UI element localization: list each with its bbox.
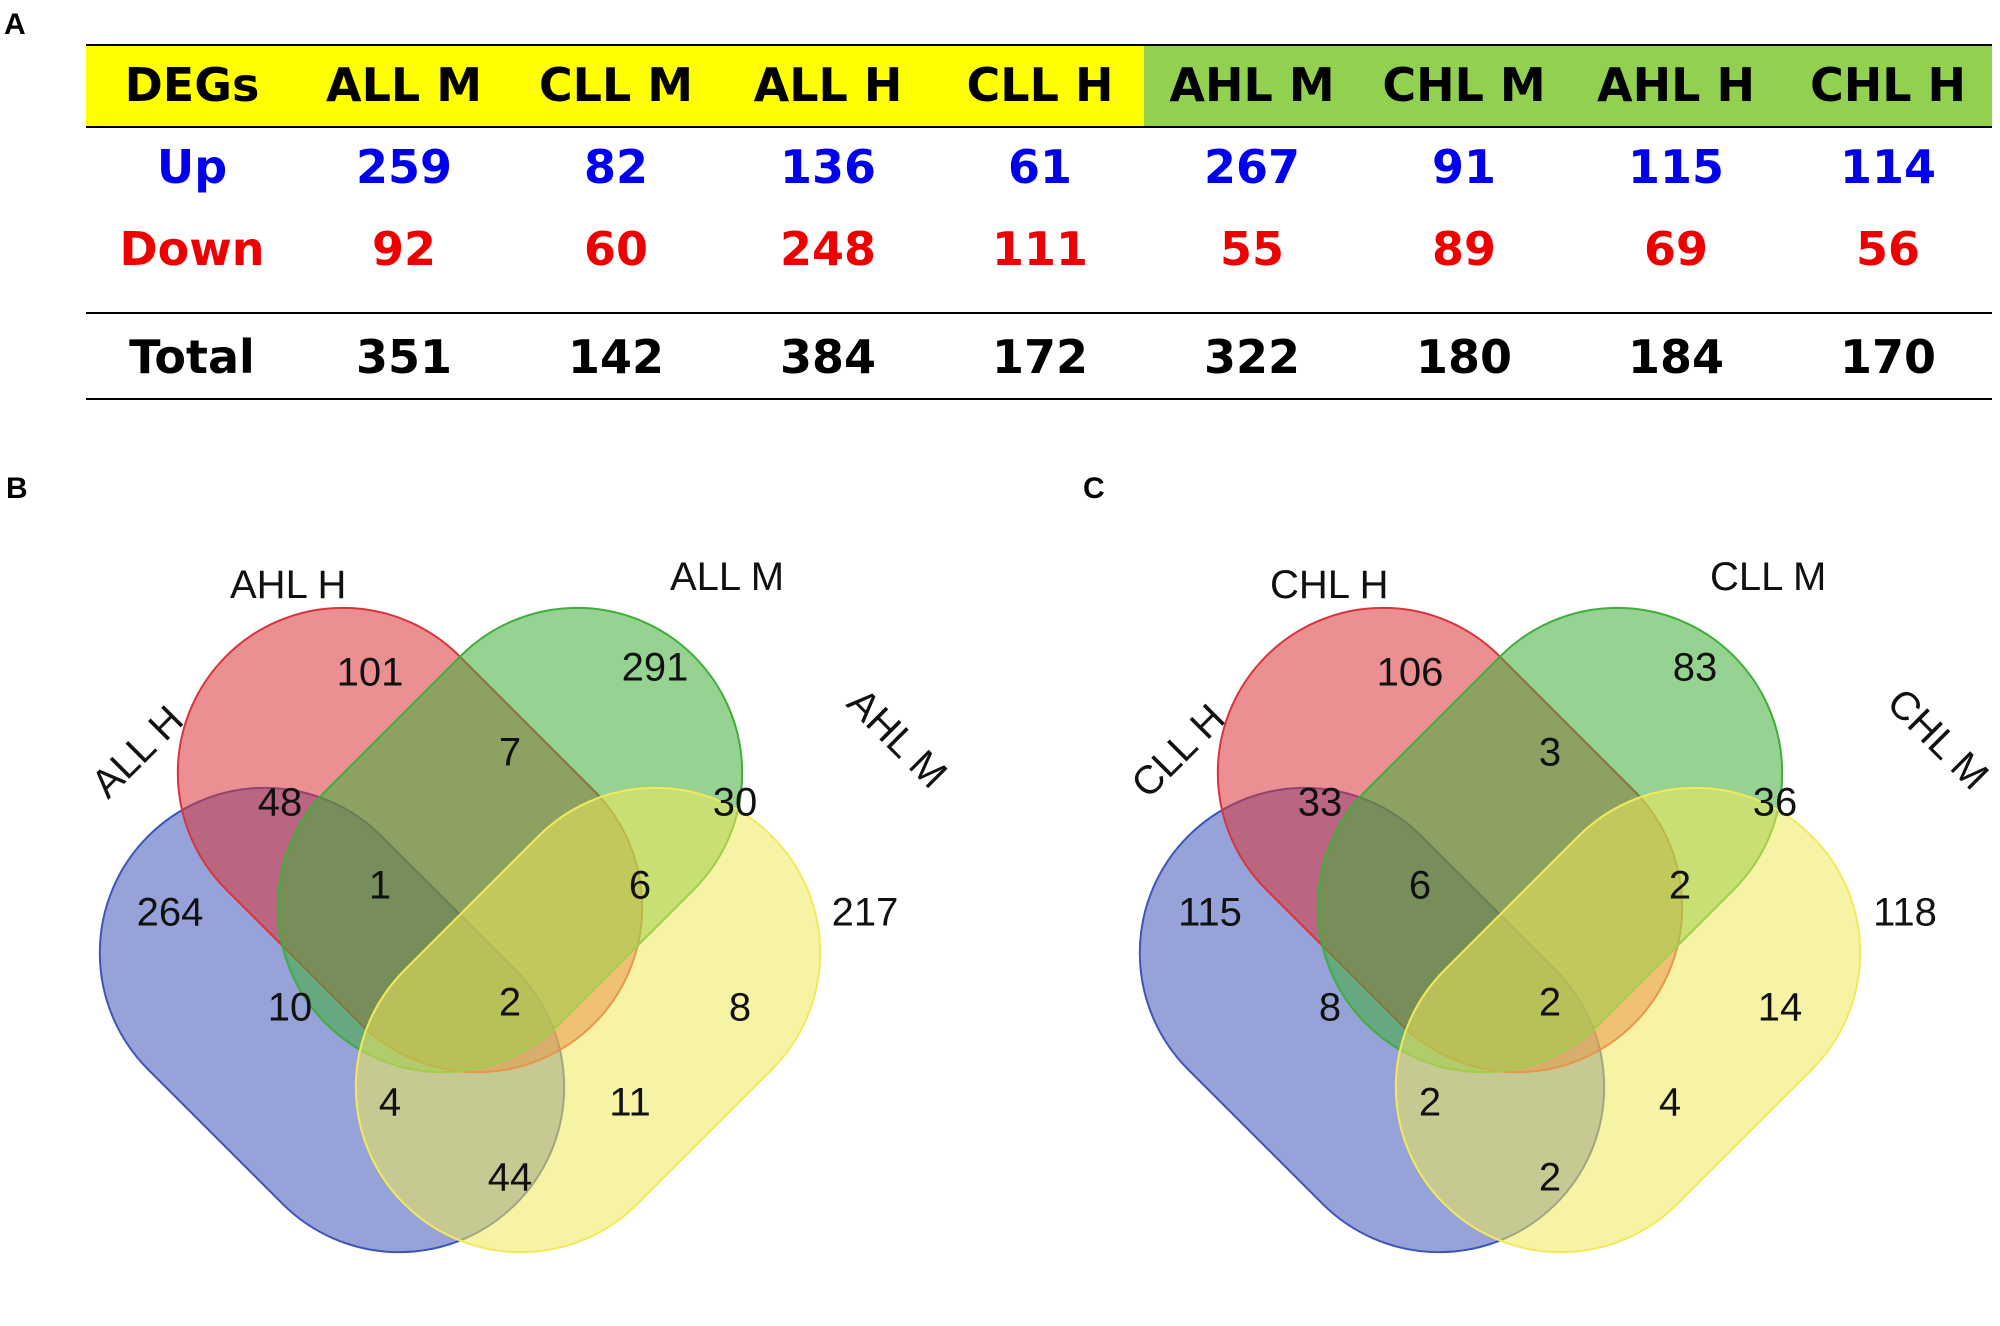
- region-count-set1-set2: 33: [1298, 781, 1343, 825]
- region-count-all-four: 2: [1539, 981, 1561, 1025]
- region-count-set2-set4: 14: [1758, 986, 1803, 1030]
- region-count-set1-set2-set4: 11: [609, 1081, 651, 1125]
- up-row: Up 259 82 136 61 267 91 115 114: [86, 126, 1992, 208]
- region-count-set1-set4: 2: [1539, 1156, 1561, 1200]
- total-cell: 322: [1203, 330, 1301, 384]
- up-cell: 136: [779, 140, 877, 194]
- region-count-only-set4: 217: [832, 891, 899, 935]
- region-count-only-set1: 264: [137, 891, 204, 935]
- table-bottom-rule: [86, 398, 1992, 400]
- total-row: Total 351 142 384 172 322 180 184 170: [86, 316, 1992, 398]
- total-cell: 142: [567, 330, 665, 384]
- down-cell: 89: [1431, 222, 1496, 276]
- header-cells: DEGs ALL M CLL M ALL H CLL H AHL M CHL M AHL H C…: [86, 44, 1992, 126]
- region-count-set1-set2: 48: [258, 781, 303, 825]
- header-yellow-band: [86, 44, 1144, 126]
- deg-table: DEGs ALL M CLL M ALL H CLL H AHL M CHL M AHL H C…: [86, 44, 1992, 400]
- region-count-all-four: 2: [499, 981, 521, 1025]
- header-cell: CLL M: [538, 58, 694, 112]
- header-cell: DEGs: [124, 58, 260, 112]
- down-cell: 56: [1855, 222, 1920, 276]
- panel-label-a: A: [4, 8, 26, 41]
- header-cell: ALL H: [753, 58, 903, 112]
- table-top-rule: [86, 44, 1992, 46]
- panel-label-b: B: [6, 472, 28, 505]
- header-cell: AHL H: [1597, 58, 1755, 112]
- venn_b-set4-shape: [354, 786, 822, 1254]
- total-cell: Total: [129, 330, 255, 384]
- down-row: Down 92 60 248 111 55 89 69 56: [86, 208, 1992, 290]
- region-count-only-set4: 118: [1873, 891, 1937, 935]
- region-count-set2-set3-set4: 6: [629, 864, 651, 908]
- region-count-set1-set4: 44: [488, 1156, 533, 1200]
- total-cell: 170: [1839, 330, 1937, 384]
- region-count-set2-set3: 7: [499, 731, 521, 775]
- venn_c-set4-shape: [1394, 786, 1862, 1254]
- down-cell: 248: [779, 222, 877, 276]
- region-count-set1-set2-set4: 4: [1659, 1081, 1681, 1125]
- region-count-set1-set3: 10: [268, 986, 313, 1030]
- region-count-only-set1: 115: [1178, 891, 1242, 935]
- region-count-set2-set3-set4: 2: [1669, 864, 1691, 908]
- set-label: AHL H: [230, 563, 346, 607]
- set-label: CLL M: [1710, 555, 1826, 599]
- set-label: CHL M: [1879, 680, 1997, 798]
- region-count-set1-set2-set3: 1: [369, 864, 391, 908]
- down-cell: 111: [991, 222, 1089, 276]
- total-cell: 172: [991, 330, 1089, 384]
- total-cell: 351: [355, 330, 453, 384]
- up-cell: 259: [355, 140, 453, 194]
- total-cell: 184: [1627, 330, 1725, 384]
- region-count-set1-set3-set4: 2: [1419, 1081, 1441, 1125]
- region-count-set2-set3: 3: [1539, 731, 1561, 775]
- up-cell: 267: [1203, 140, 1301, 194]
- up-cell: 61: [1007, 140, 1072, 194]
- region-count-only-set3: 83: [1673, 646, 1718, 690]
- region-count-only-set2: 106: [1377, 651, 1444, 695]
- set-label: CLL H: [1123, 696, 1233, 806]
- header-cell: CHL H: [1809, 58, 1967, 112]
- down-cell: 69: [1643, 222, 1708, 276]
- region-count-set1-set2-set3: 6: [1409, 864, 1431, 908]
- header-cell: AHL M: [1169, 58, 1335, 112]
- region-count-only-set2: 101: [337, 651, 404, 695]
- down-cell: 60: [583, 222, 648, 276]
- total-top-rule: [86, 312, 1992, 314]
- region-count-set3-set4: 36: [1753, 781, 1798, 825]
- up-cell: Up: [156, 140, 228, 194]
- header-green-band: [1144, 44, 1992, 126]
- header-cell: CHL M: [1382, 58, 1546, 112]
- total-cell: 384: [779, 330, 877, 384]
- up-cell: 91: [1431, 140, 1496, 194]
- total-cell: 180: [1415, 330, 1513, 384]
- region-count-set3-set4: 30: [713, 781, 758, 825]
- down-cell: 55: [1219, 222, 1284, 276]
- set-label: CHL H: [1270, 563, 1389, 607]
- region-count-only-set3: 291: [622, 646, 689, 690]
- region-count-set2-set4: 8: [729, 986, 751, 1030]
- region-count-set1-set3-set4: 4: [379, 1081, 401, 1125]
- up-cell: 115: [1627, 140, 1725, 194]
- set-label: ALL H: [83, 698, 192, 807]
- up-cell: 114: [1839, 140, 1937, 194]
- up-cell: 82: [583, 140, 648, 194]
- header-cell: ALL M: [325, 58, 482, 112]
- header-bottom-rule: [86, 126, 1992, 128]
- set-label: AHL M: [839, 680, 956, 797]
- venn-diagram-b: 264 101 291 217 48 7 30 1 6 10 8 2 4 11 44 ALL H AHL H AL…: [83, 555, 956, 1254]
- region-count-set1-set3: 8: [1319, 986, 1341, 1030]
- down-cell: Down: [119, 222, 265, 276]
- down-cell: 92: [371, 222, 436, 276]
- header-cell: CLL H: [966, 58, 1114, 112]
- table-header-row: [86, 44, 1992, 126]
- panel-label-c: C: [1083, 472, 1105, 505]
- set-label: ALL M: [670, 555, 784, 599]
